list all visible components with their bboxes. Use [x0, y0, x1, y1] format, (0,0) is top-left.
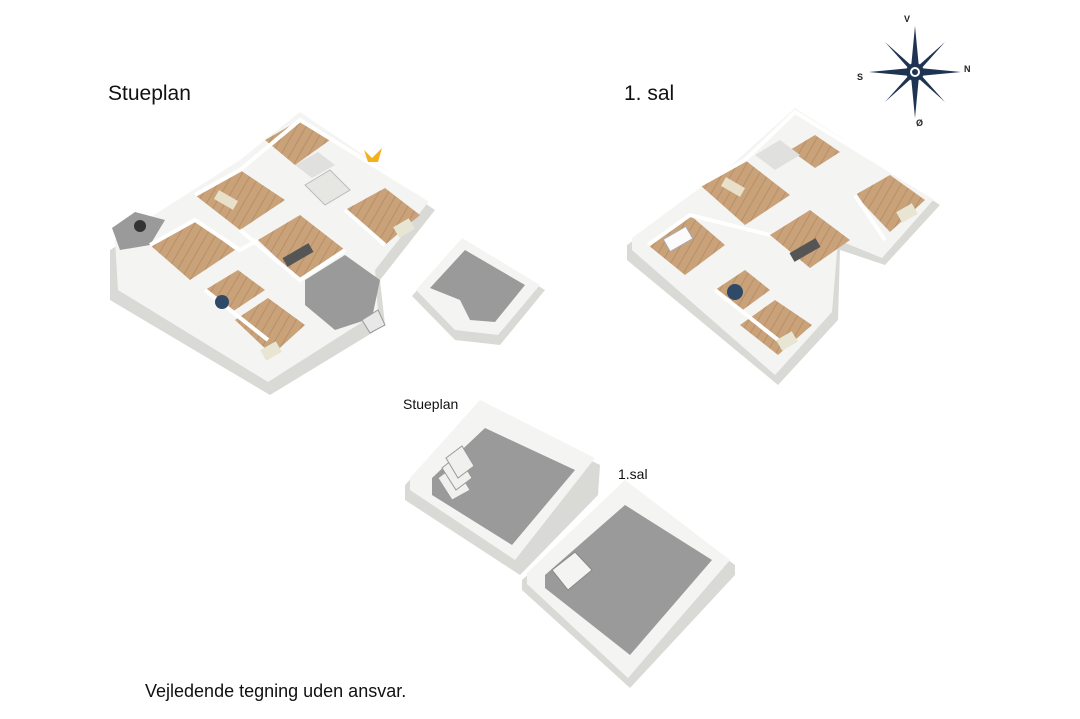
annex-first-floor-area	[545, 505, 712, 655]
compass-west-label: V	[904, 14, 911, 24]
room-master-bedroom	[648, 215, 725, 275]
hall-table	[789, 238, 821, 262]
room-bedroom-4	[740, 300, 812, 355]
room-bathroom	[295, 152, 335, 178]
first-floor-plan	[627, 108, 940, 385]
bed-1	[393, 218, 415, 238]
compass-rose: V S N Ø	[855, 12, 975, 132]
ground-floor-walls	[149, 117, 432, 342]
room-stairs	[304, 169, 351, 206]
room-hall	[770, 210, 850, 268]
entrance-marker-icon	[364, 148, 382, 162]
room-lounge	[700, 160, 790, 225]
patio-table	[134, 220, 146, 232]
annex-first-floor-label: 1.sal	[618, 466, 648, 482]
annex-ground-floor-label: Stueplan	[403, 396, 459, 412]
first-floor-walls	[646, 109, 937, 342]
compass-icon	[869, 26, 961, 118]
room-kitchenette	[790, 135, 840, 168]
round-table	[215, 295, 229, 309]
ground-floor-label: Stueplan	[108, 82, 191, 105]
first-floor-label: 1. sal	[624, 82, 675, 105]
double-bed	[662, 225, 694, 253]
annex-ground-floor	[405, 400, 600, 575]
disclaimer-text: Vejledende tegning uden ansvar.	[145, 681, 407, 701]
room-bedroom-2	[235, 298, 305, 355]
ground-floor-plan	[110, 112, 435, 395]
compass-east-label: Ø	[916, 118, 924, 128]
stair-steps	[361, 309, 386, 334]
room-kitchen	[265, 120, 330, 165]
bed-3	[896, 203, 918, 223]
annex-stairs	[437, 445, 475, 501]
dining-table	[282, 243, 314, 267]
annex-first-floor	[522, 480, 735, 688]
room-living-1	[195, 170, 285, 230]
conservatory	[305, 255, 380, 330]
bed-2	[260, 341, 282, 361]
sofa	[213, 190, 239, 210]
room-bathroom-2	[755, 140, 800, 170]
bed-4	[776, 331, 798, 351]
lounge-sofa	[720, 177, 746, 197]
room-bedroom-3	[855, 175, 925, 232]
compass-north-label: N	[964, 64, 971, 74]
compass-south-label: S	[857, 72, 864, 82]
outbuilding	[412, 238, 545, 345]
round-rug	[727, 284, 743, 300]
annex-stair-opening	[551, 551, 593, 591]
